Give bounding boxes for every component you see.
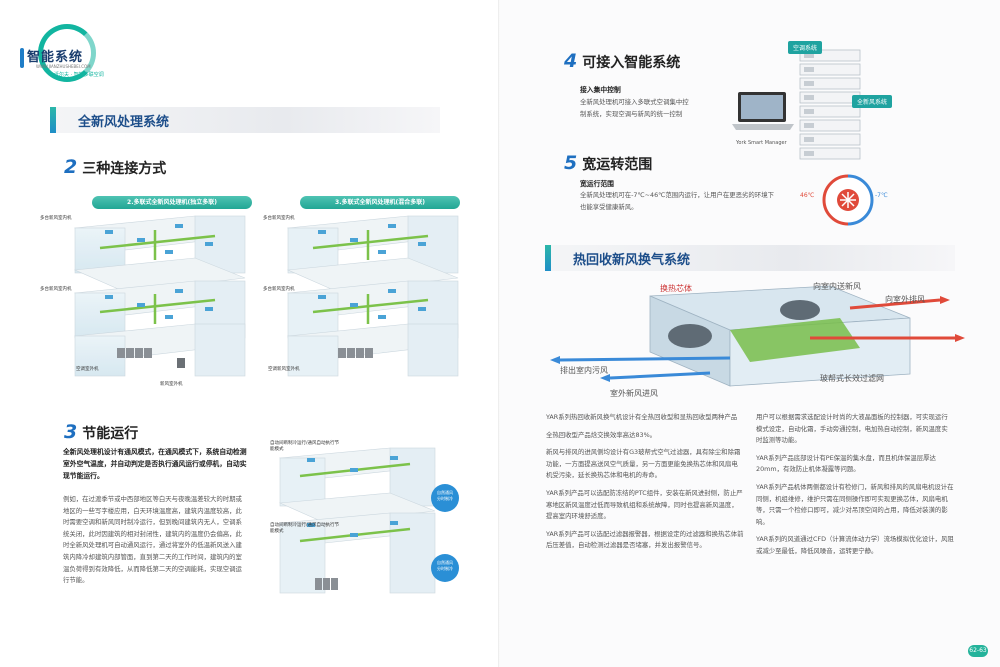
diagram1-label: 空调室外机	[76, 367, 99, 372]
paragraph: YAR系列的风道通过CFD（计算流体动力学）流场模拟优化设计，风阻或减少至最低，…	[756, 535, 954, 555]
controller-stack	[799, 49, 861, 160]
logo-subtitle: 沃尔夫 · 智能多联空调	[54, 72, 104, 78]
diagram1-label: 多台新风室内机	[40, 287, 72, 292]
device-caption: York Smart Manager	[736, 140, 787, 146]
diagram1-label: 新风室外机	[160, 382, 183, 387]
diagram2-label: 空调新风室外机	[268, 367, 300, 372]
logo-url: WWW.JIANZHUSHEBEI.COM	[36, 64, 91, 69]
left-page: 智能系统 WWW.JIANZHUSHEBEI.COM 沃尔夫 · 智能多联空调 …	[14, 22, 460, 594]
heading-text: 可接入智能系统	[582, 55, 681, 71]
diagram1-label: 多台新风室内机	[40, 216, 72, 221]
paragraph: 全热回收型产品焓交换效率高达83%。	[546, 430, 657, 439]
tag-fresh-air-system: 全新风系统	[852, 95, 893, 108]
section-marker	[50, 107, 56, 133]
paragraph: YAR系列产品可以选配防冻结的PTC组件，安装在新风进封侧，防止严寒地区新风温度…	[546, 488, 743, 521]
building-diagram-mixed	[286, 215, 459, 377]
heading-text: 节能运行	[82, 426, 139, 442]
paragraph: YAR系列产品底部设计有PE保温的集水盘，而且机体保温层厚达20mm，有效防止机…	[756, 453, 936, 474]
section-title: 全新风处理系统	[78, 115, 170, 130]
heading-number: 2	[64, 156, 78, 178]
paragraph: 用户可以根据需求选配设计时尚的大液晶面板的控制器，可实现运行模式设定，自动化霜，…	[756, 413, 948, 445]
diagram2-label: 多台新风室内机	[263, 216, 295, 221]
heading-number: 5	[564, 152, 578, 174]
energy-diagram-label: 自动间断制冷运行/通风自动执行节能模式	[270, 523, 340, 534]
brand-logo: 智能系统 WWW.JIANZHUSHEBEI.COM 沃尔夫 · 智能多联空调	[14, 22, 114, 84]
bubble-natural-vent-icon	[431, 554, 459, 582]
heading-number: 3	[64, 421, 78, 443]
diagram2-label: 多台新风室内机	[263, 287, 295, 292]
hrv-unit-diagram	[550, 285, 965, 387]
hrv-label-supply-in: 向室内送新风	[813, 282, 861, 291]
logo-ring-icon	[38, 24, 96, 82]
heading-text: 宽运转范围	[582, 157, 653, 173]
energy-diagram-label: 自动间断制冷运行/通风自动执行节能模式	[270, 441, 340, 452]
hrv-label-core: 换热芯体	[660, 284, 692, 293]
range-hot: 46℃	[800, 192, 815, 199]
bubble-label: 自然通风 分时制冷	[437, 560, 453, 571]
paragraph: YAR系列产品可以选配过滤器报警器，根据设定的过滤器和换热芯体前后压差值，自动检…	[546, 529, 744, 550]
energy-saving-diagram	[278, 447, 459, 594]
temperature-range-icon	[822, 174, 874, 226]
laptop-icon	[732, 92, 794, 130]
text-column-left: YAR系列热回收新风换气机设计有全热回收型和显热回收型两种产品 全热回收型产品焓…	[546, 412, 744, 558]
smart-body: 全新风处理机可接入多联式空调集中控制系统，实现空调与新风的统一控制	[580, 98, 689, 118]
hrv-label-exhaust-out: 向室外排风	[885, 295, 925, 304]
section-header-hrv: 热回收新风换气系统	[545, 245, 955, 271]
section-marker	[545, 245, 551, 271]
smart-subtitle: 接入集中控制	[580, 86, 621, 94]
connection-chip-mixed: 3.多联式全新风处理机(混合多联)	[300, 196, 460, 209]
energy-body: 例如，在过渡季节或中西部地区等白天与夜晚温差较大的时期或地区的一些写字楼应用，白…	[63, 495, 242, 585]
range-cold: -7℃	[875, 192, 888, 199]
paragraph: YAR系列热回收新风换气机设计有全热回收型和显热回收型两种产品	[546, 413, 738, 421]
text-column-right: 用户可以根据需求选配设计时尚的大液晶面板的控制器，可实现运行模式设定，自动化霜，…	[756, 412, 954, 564]
connection-chip-independent: 2.多联式全新风处理机(独立多联)	[92, 196, 252, 209]
section-header-fresh-air: 全新风处理系统	[50, 107, 440, 133]
heading-text: 三种连接方式	[82, 161, 167, 177]
section-title: 热回收新风换气系统	[573, 253, 691, 268]
logo-bar-icon	[20, 48, 24, 68]
tag-ac-system: 空调系统	[788, 41, 823, 54]
bubble-label: 自然通风 分时制冷	[437, 490, 453, 501]
range-body: 全新风处理机可在-7℃~46℃范围内运行，让用户在更恶劣的环境下也能享受健康新风…	[580, 191, 774, 211]
building-diagram-independent	[73, 215, 246, 377]
energy-summary: 全新风处理机设计有通风模式，在通风模式下，系统自动检测室外空气温度，并自动判定是…	[63, 448, 247, 480]
paragraph: 新风与排风的进风侧均设计有G3玻帮式空气过滤器，具有除尘和除霜功能，一方面提高送…	[546, 448, 741, 480]
hrv-label-filter: 玻帮式长效过滤网	[820, 374, 884, 383]
hrv-label-fresh-in: 室外新风进风	[610, 389, 658, 398]
hrv-label-exhaust-in: 排出室内污风	[560, 366, 608, 375]
bubble-natural-vent-icon	[431, 484, 459, 512]
range-subtitle: 宽运行范围	[580, 180, 614, 188]
heading-number: 4	[564, 50, 578, 72]
page-number: 62-63	[968, 645, 988, 657]
paragraph: YAR系列产品机体两侧都设计有检修门，新风和排风的风扇电机设计在同侧，机组维修，…	[756, 482, 954, 526]
logo-title: 智能系统	[27, 50, 84, 65]
